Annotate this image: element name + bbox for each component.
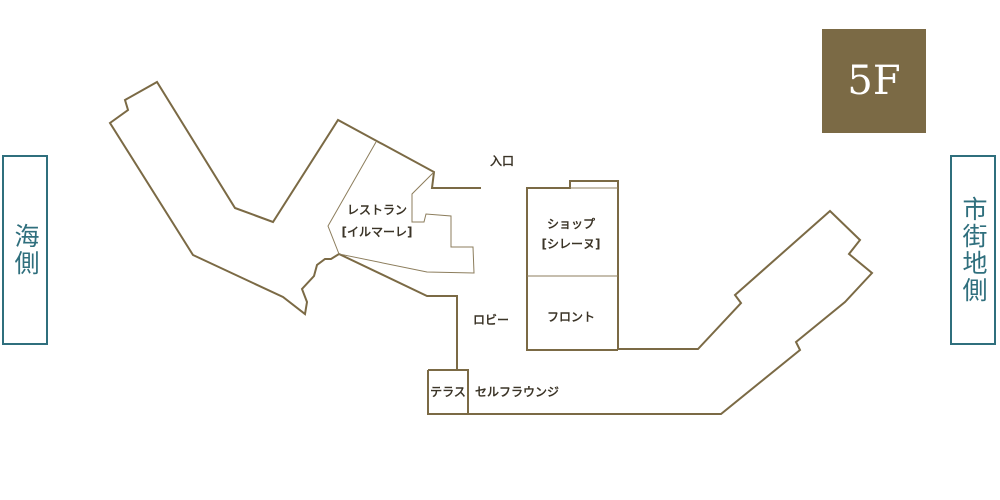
terrace-label: テラス (430, 385, 466, 399)
lobby-label: ロビー (472, 313, 510, 327)
entrance-label: 入口 (489, 154, 515, 168)
sea-side-label-box: 海側 (2, 155, 48, 345)
terrace-outline (428, 369, 469, 414)
shop-label: ショップ (546, 217, 596, 231)
floor-badge: 5F (822, 29, 926, 133)
restaurant-sublabel: [イルマーレ] (341, 225, 413, 239)
main-building-outline (427, 180, 874, 415)
west-wing-outline (108, 80, 481, 370)
sea-side-label: 海側 (11, 223, 40, 277)
self-lounge-label: セルフラウンジ (475, 385, 560, 399)
front-desk-label: フロント (546, 310, 596, 324)
restaurant-outline (327, 141, 475, 274)
floor-label: 5F (847, 58, 901, 104)
city-side-label-box: 市街地側 (950, 155, 996, 345)
shop-sublabel: [シレーヌ] (541, 237, 601, 251)
restaurant-label: レストラン (346, 203, 408, 217)
city-side-label: 市街地側 (959, 196, 988, 304)
